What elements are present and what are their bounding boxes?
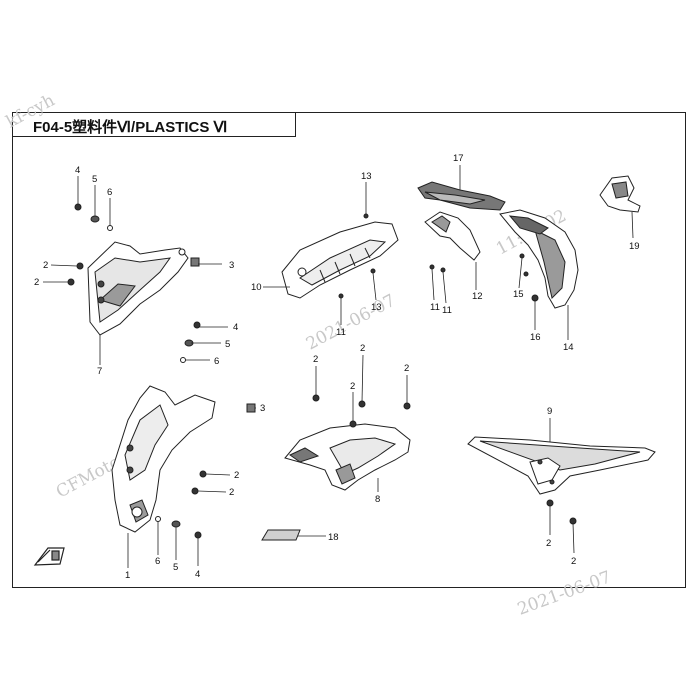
part-10-side-panel — [281, 221, 399, 299]
callout-5a: 5 — [92, 174, 97, 185]
drawing-frame — [12, 112, 686, 588]
fasteners-part-15-16 — [519, 253, 539, 302]
callout-5b: 5 — [225, 339, 230, 350]
callout-2a: 2 — [43, 260, 48, 271]
watermark: kf-cyh CFMoto-cyh 2021-06-07 11:46:02 20… — [3, 90, 614, 619]
front-direction-arrow-icon — [33, 547, 65, 566]
callout-15: 15 — [513, 289, 524, 300]
part-19-clip — [599, 175, 641, 213]
watermark-date-bottom: 2021-06-07 — [515, 567, 614, 619]
fasteners-part-1 — [155, 321, 256, 539]
callout-12: 12 — [472, 291, 483, 302]
title-box — [12, 112, 296, 137]
fasteners-part-10 — [338, 213, 376, 299]
part-9-chain-guard — [467, 436, 656, 495]
callout-3b: 3 — [260, 403, 265, 414]
callout-18: 18 — [328, 532, 339, 543]
callout-2e: 2 — [313, 354, 318, 365]
callout-4b: 4 — [233, 322, 238, 333]
callout-13b: 13 — [371, 302, 382, 313]
part-7-upper-side-cover — [87, 241, 189, 336]
callout-14: 14 — [563, 342, 574, 353]
part-12-bracket — [424, 211, 481, 261]
callout-11a: 11 — [336, 327, 346, 338]
fasteners-part-9 — [546, 499, 577, 525]
callout-6b: 6 — [214, 356, 219, 367]
callout-19: 19 — [629, 241, 640, 252]
leader-lines — [43, 165, 634, 568]
diagram-title: F04-5塑料件Ⅵ/PLASTICS Ⅵ — [33, 119, 228, 136]
part-17-top-cover — [417, 181, 506, 211]
callout-6c: 6 — [155, 556, 160, 567]
callout-4c: 4 — [195, 569, 200, 580]
callout-8: 8 — [375, 494, 380, 505]
watermark-date-mid: 2021-06-07 — [303, 291, 399, 355]
callout-3a: 3 — [229, 260, 234, 271]
fasteners-part-8 — [312, 394, 411, 428]
callout-16: 16 — [530, 332, 541, 343]
part-14-rear-fender — [499, 209, 579, 309]
part-18-label — [261, 529, 301, 541]
callout-2i: 2 — [546, 538, 551, 549]
callout-13a: 13 — [361, 171, 372, 182]
callout-7: 7 — [97, 366, 102, 377]
part-8-front-fender — [284, 423, 411, 491]
callout-2g: 2 — [350, 381, 355, 392]
part-1-lower-side-cover — [111, 385, 216, 533]
callout-4a: 4 — [75, 165, 80, 176]
callout-11c: 11 — [442, 305, 452, 316]
callout-2j: 2 — [571, 556, 576, 567]
callout-2c: 2 — [234, 470, 239, 481]
callout-17: 17 — [453, 153, 464, 164]
fasteners-part-7 — [67, 203, 200, 286]
callout-11b: 11 — [430, 302, 440, 313]
callout-6a: 6 — [107, 187, 112, 198]
callout-5c: 5 — [173, 562, 178, 573]
callout-10: 10 — [251, 282, 262, 293]
callout-2h: 2 — [404, 363, 409, 374]
callout-9: 9 — [547, 406, 552, 417]
callout-2f: 2 — [360, 343, 365, 354]
callout-1: 1 — [125, 570, 130, 581]
callout-2d: 2 — [229, 487, 234, 498]
watermark-user-top: kf-cyh — [3, 90, 58, 132]
callout-2b: 2 — [34, 277, 39, 288]
callout-labels: 4 5 6 2 2 3 7 4 5 6 3 2 2 1 6 5 4 13 10 … — [34, 153, 640, 581]
